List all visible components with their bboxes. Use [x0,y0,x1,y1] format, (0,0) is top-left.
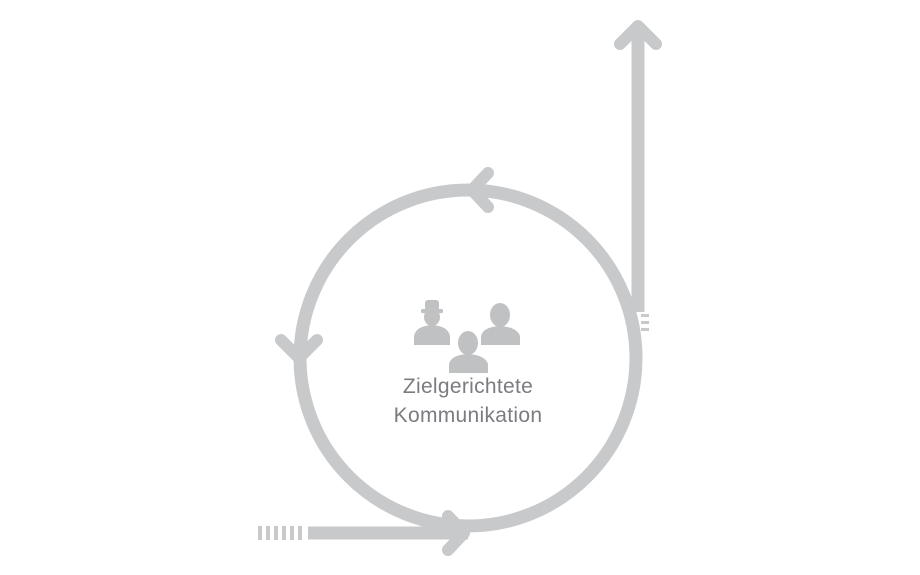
entry-dashes [258,526,302,540]
arrowhead-left-down [275,334,323,364]
person-with-hat-icon [414,300,450,345]
exit-dashes [641,314,649,331]
people-group-icon [414,300,520,373]
arrowhead-top-up [614,20,662,50]
person-front-icon [449,331,488,373]
arrowhead-top-left [466,167,494,213]
arrowhead-bottom-right [442,510,470,556]
center-label-line-1: Zielgerichtete [402,375,534,398]
center-label-line-2: Kommunikation [393,404,543,427]
person-right-icon [481,303,520,345]
